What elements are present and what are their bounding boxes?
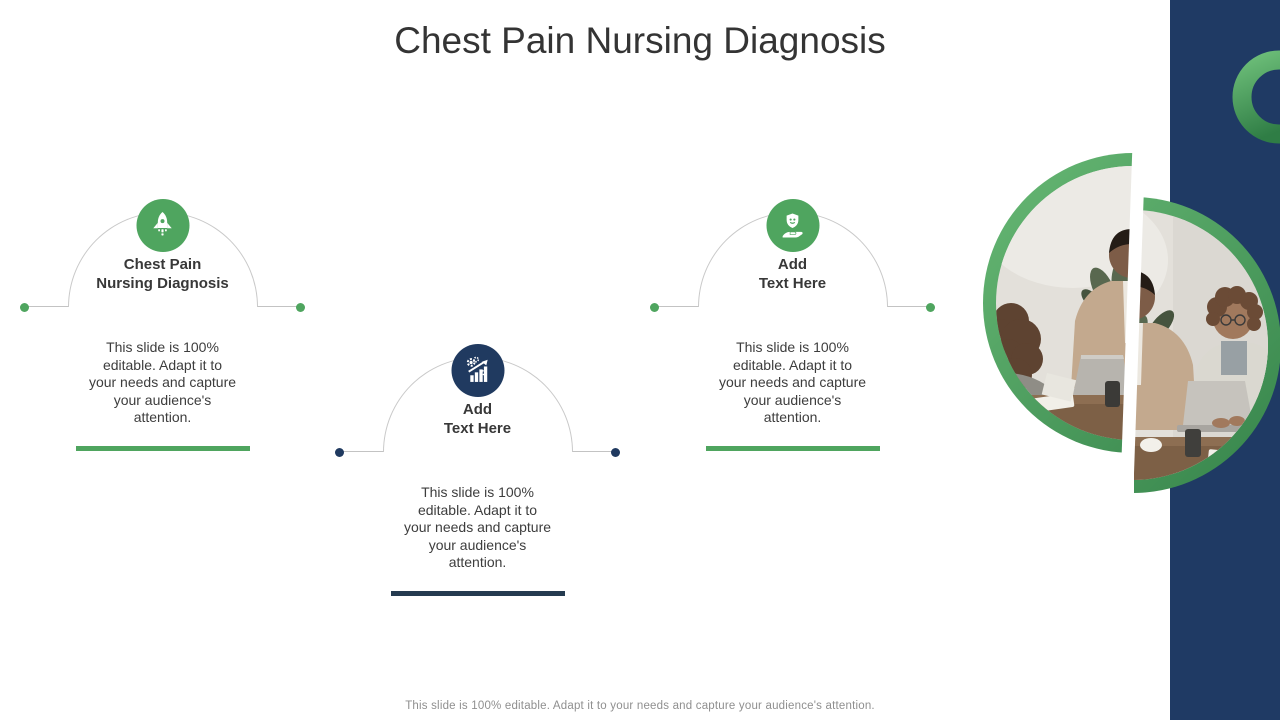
- item-icon-circle: [136, 199, 189, 252]
- connector-dot-left: [650, 302, 659, 312]
- item-body-text: This slide is 100% editable. Adapt it to…: [403, 484, 552, 570]
- item-body-text: This slide is 100% editable. Adapt it to…: [88, 339, 237, 425]
- item-title-line1: Add: [462, 401, 493, 418]
- item-title: Add Text Here: [652, 255, 933, 293]
- item-title-line1: Add: [777, 256, 808, 273]
- connector-dot-right: [926, 302, 935, 312]
- item-accent-bar: [705, 446, 880, 451]
- connector-dot-left: [335, 447, 344, 457]
- connector-dot-right: [611, 447, 620, 457]
- item-title-line2: Text Here: [758, 275, 827, 292]
- item-title: Chest Pain Nursing Diagnosis: [22, 255, 303, 293]
- white-split-stripe: [1119, 134, 1146, 531]
- item-accent-bar: [390, 591, 565, 596]
- item-title-line1: Chest Pain: [123, 256, 202, 273]
- item-icon-circle: [451, 344, 504, 397]
- item-accent-bar: [75, 446, 250, 451]
- item-icon-circle: [766, 199, 819, 252]
- connector-dot-right: [296, 302, 305, 312]
- care-hand-icon: [782, 212, 803, 237]
- item-body-text: This slide is 100% editable. Adapt it to…: [718, 339, 867, 425]
- diagram-item-2[interactable]: Add Text Here This slide is 100% editabl…: [335, 340, 620, 600]
- diagram-item-3[interactable]: Add Text Here This slide is 100% editabl…: [650, 195, 935, 455]
- rocket-icon: [153, 211, 172, 235]
- connector-dot-left: [20, 302, 29, 312]
- growth-chart-icon: [466, 356, 488, 382]
- item-title-line2: Nursing Diagnosis: [96, 275, 229, 292]
- item-title-line2: Text Here: [443, 420, 512, 437]
- slide-title: Chest Pain Nursing Diagnosis: [394, 20, 886, 61]
- footer-note: This slide is 100% editable. Adapt it to…: [405, 700, 875, 712]
- item-title: Add Text Here: [337, 400, 618, 438]
- side-accent-bar: [1170, 0, 1280, 720]
- diagram-item-1[interactable]: Chest Pain Nursing Diagnosis This slide …: [20, 195, 305, 455]
